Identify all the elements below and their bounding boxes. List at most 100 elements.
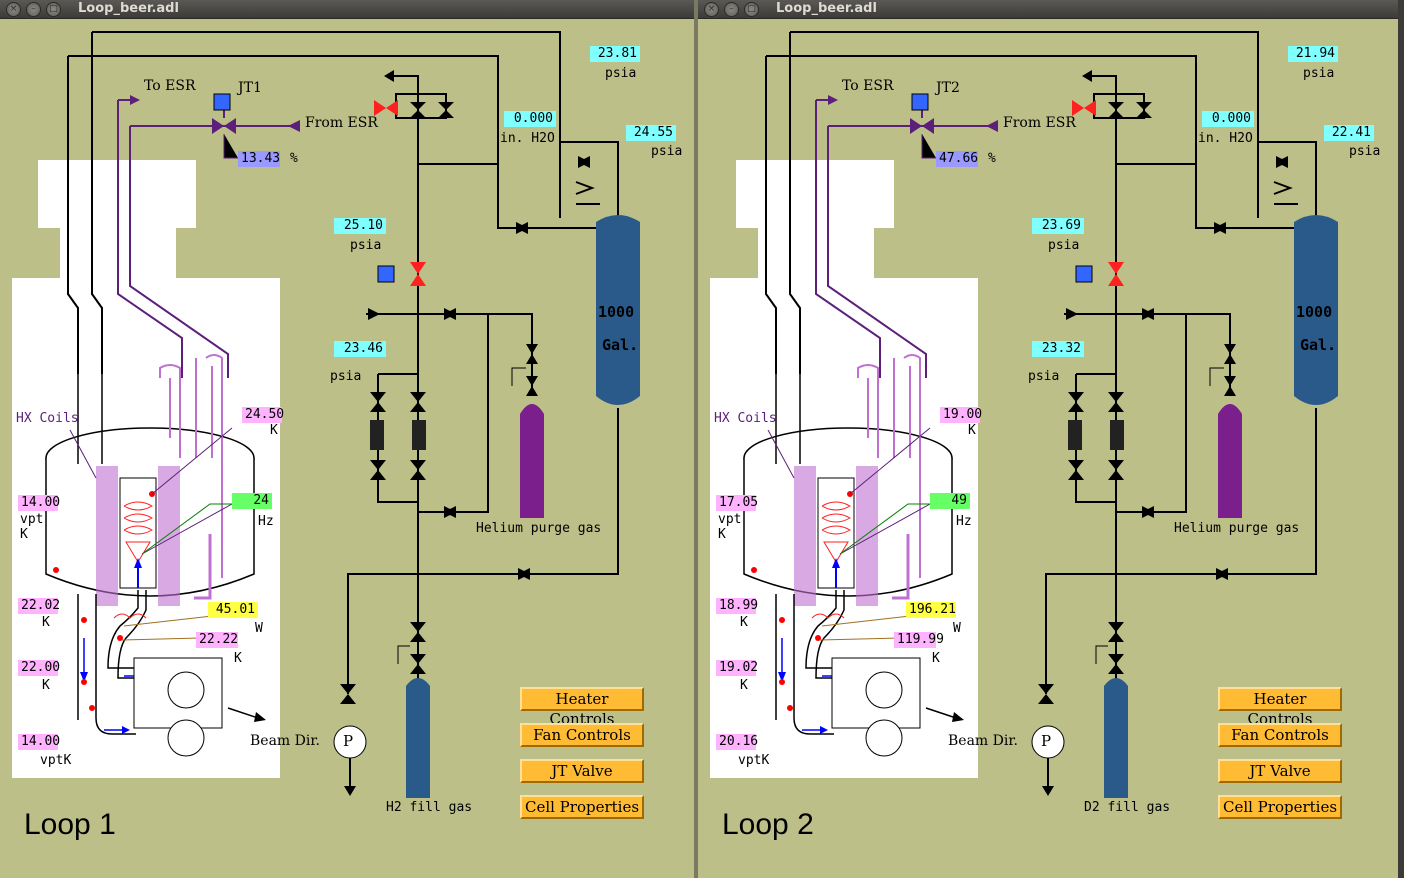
storage-tank <box>596 215 640 405</box>
percent-unit: % <box>290 151 298 166</box>
minimize-icon[interactable]: – <box>724 2 739 17</box>
fan-controls-button[interactable]: Fan Controls <box>520 723 644 747</box>
jt-valve-icon <box>212 118 224 134</box>
temp-top-right-unit: K <box>968 423 976 438</box>
vpt-label: vpt <box>20 512 44 527</box>
helium-purge-bottle <box>1218 404 1242 518</box>
control-valve-icon <box>410 262 426 274</box>
close-icon[interactable]: × <box>704 2 719 17</box>
pipe-top-loop <box>92 31 561 218</box>
jt-label: JT1 <box>238 80 262 96</box>
fan-hz: 24 <box>232 493 272 509</box>
jt-label: JT2 <box>936 80 960 96</box>
hx-coil-right <box>158 466 180 606</box>
heater-controls-button[interactable]: Heater Controls <box>520 687 644 728</box>
vpt-unit: K <box>20 527 28 542</box>
hx-coils-label: HX Coils <box>714 411 777 426</box>
pipe-from-esr <box>827 126 927 378</box>
jt-percent: 47.66 <box>936 151 978 167</box>
fan-hz-unit: Hz <box>956 514 972 529</box>
pipe-return <box>766 55 1308 229</box>
temp-b: 22.22 <box>196 632 238 648</box>
fan-controls-button[interactable]: Fan Controls <box>1218 723 1342 747</box>
temp-a-unit: K <box>740 615 748 630</box>
heater-power-unit: W <box>255 621 263 636</box>
tank-pressure-unit: psia <box>1349 144 1381 159</box>
h2o-value: 0.000 <box>1202 111 1254 127</box>
percent-unit: % <box>988 151 996 166</box>
control-valve-icon <box>1108 262 1124 274</box>
tank-label-capacity: 1000 <box>598 303 635 321</box>
top-pressure: 21.94 <box>1288 46 1338 62</box>
relief-valve-icon <box>1072 100 1084 116</box>
pipe-return <box>68 55 610 229</box>
helium-purge-label: Helium purge gas <box>1174 521 1300 536</box>
heater-power: 45.01 <box>208 602 258 618</box>
window-divider <box>694 0 698 878</box>
tank-pressure: 24.55 <box>626 125 676 141</box>
mid-pressure: 23.69 <box>1032 218 1084 234</box>
temp-a: 18.99 <box>716 598 758 614</box>
minimize-icon[interactable]: – <box>26 2 41 17</box>
fill-gas-bottle <box>1104 678 1128 798</box>
heater-coil <box>123 501 154 535</box>
jt-percent: 13.43 <box>238 151 280 167</box>
temp-a-unit: K <box>42 615 50 630</box>
low-pressure: 23.46 <box>334 341 386 357</box>
filter-right-icon <box>412 420 426 450</box>
loop2-window: × – □ Loop_beer.adl <box>698 0 1398 878</box>
h2o-value: 0.000 <box>504 111 556 127</box>
low-pressure-unit: psia <box>330 369 362 384</box>
process-schematic <box>12 31 640 798</box>
maximize-icon[interactable]: □ <box>744 2 759 17</box>
temp-top-right: 19.00 <box>940 407 982 423</box>
tank-pressure-unit: psia <box>651 144 683 159</box>
helium-purge-label: Helium purge gas <box>476 521 602 536</box>
to-esr-arrow-icon <box>130 95 140 105</box>
fill-gas-label: D2 fill gas <box>1084 800 1171 815</box>
h2o-unit: in. H2O <box>1198 131 1253 146</box>
window-title: Loop_beer.adl <box>78 1 179 16</box>
vpt-unit: K <box>718 527 726 542</box>
temp-b: 119.99 <box>894 632 944 648</box>
pipe-from-esr <box>129 126 229 378</box>
pipe-vpt-right <box>91 32 103 374</box>
from-esr-label: From ESR <box>1003 115 1076 131</box>
window-titlebar[interactable]: × – □ Loop_beer.adl <box>698 0 1398 19</box>
from-esr-arrow-icon <box>288 120 300 132</box>
valve-control-icon <box>377 265 395 283</box>
vptk-value: 20.16 <box>716 734 758 750</box>
pipe-vpt-left <box>67 56 79 374</box>
hx-coil-left <box>96 466 118 606</box>
hx-coil-left <box>794 466 816 606</box>
fill-gas-label: H2 fill gas <box>386 800 473 815</box>
hx-coils-label: HX Coils <box>16 411 79 426</box>
temp-top-right: 24.50 <box>242 407 284 423</box>
jt-valve-button[interactable]: JT Valve <box>1218 759 1342 783</box>
temp-top-right-unit: K <box>270 423 278 438</box>
vptk-value: 14.00 <box>18 734 60 750</box>
hx-coil-right <box>856 466 878 606</box>
vpt-value: 14.00 <box>18 495 60 511</box>
h2o-unit: in. H2O <box>500 131 555 146</box>
fan-hz-unit: Hz <box>258 514 274 529</box>
filter-left-icon <box>1068 420 1082 450</box>
maximize-icon[interactable]: □ <box>46 2 61 17</box>
beam-dir-label: Beam Dir. <box>948 733 1018 749</box>
window-titlebar[interactable]: × – □ Loop_beer.adl <box>0 0 694 19</box>
tank-label-unit: Gal. <box>1300 336 1337 354</box>
cell-properties-button[interactable]: Cell Properties <box>1218 795 1342 819</box>
vpt-value: 17.05 <box>716 495 758 511</box>
filter-right-icon <box>1110 420 1124 450</box>
pump-label: P <box>1041 732 1052 750</box>
heater-controls-button[interactable]: Heater Controls <box>1218 687 1342 728</box>
beam-dir-label: Beam Dir. <box>250 733 320 749</box>
temp-c: 19.02 <box>716 660 758 676</box>
jt-control-icon <box>911 93 929 111</box>
cell-properties-button[interactable]: Cell Properties <box>520 795 644 819</box>
close-icon[interactable]: × <box>6 2 21 17</box>
low-pressure-unit: psia <box>1028 369 1060 384</box>
jt-valve-button[interactable]: JT Valve <box>520 759 644 783</box>
loop-label: Loop 1 <box>24 808 116 841</box>
top-pressure: 23.81 <box>590 46 640 62</box>
